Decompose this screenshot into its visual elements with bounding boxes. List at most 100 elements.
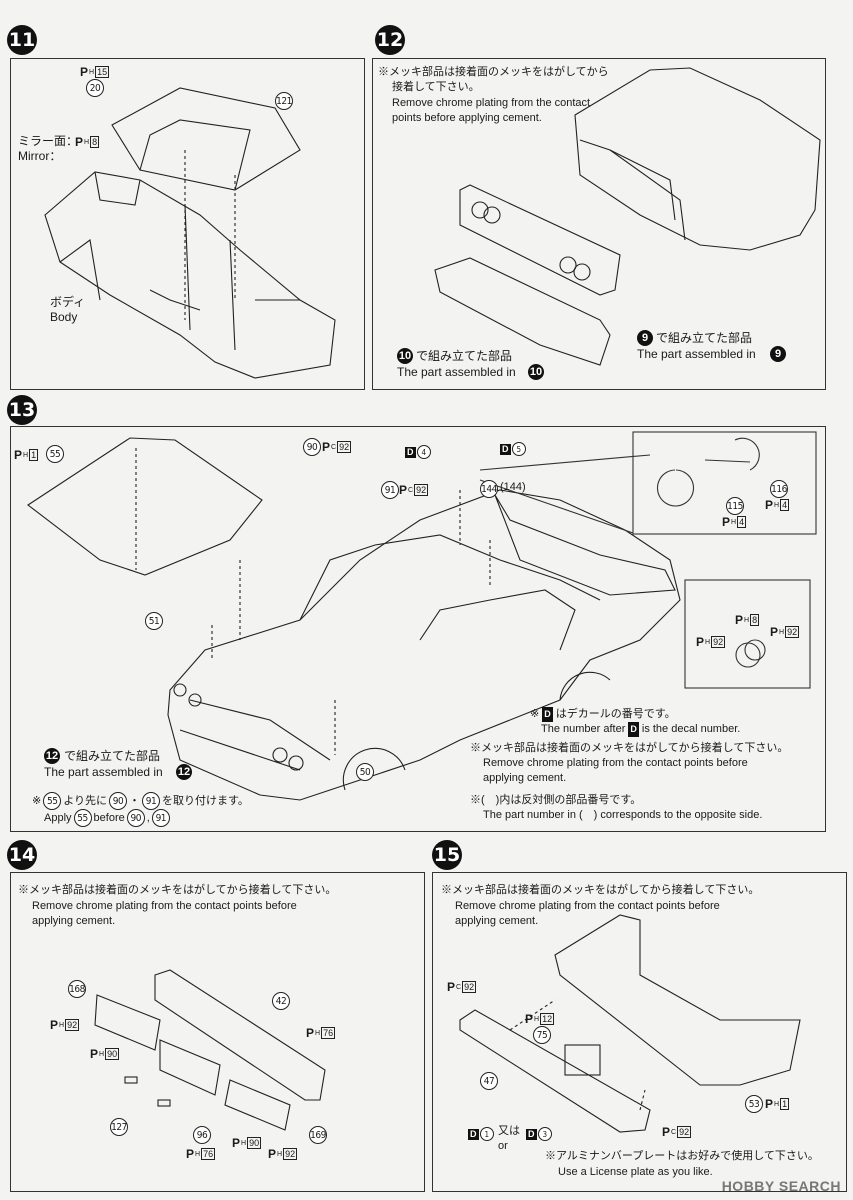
rear-bumper-drawing: [459, 914, 801, 1133]
step-13-panel: [10, 426, 826, 832]
note-en2: applying cement.: [32, 915, 116, 927]
car-drawing: [167, 489, 681, 801]
part-20: 20: [86, 79, 104, 97]
step-number-14: 14: [7, 840, 37, 870]
front-body-drawing: [574, 67, 821, 251]
note-ja-line2: 接着して下さい。: [392, 81, 480, 93]
chrome-note-en1: Remove chrome plating from the contact p…: [483, 757, 748, 769]
hood-drawing: [27, 437, 263, 576]
note-en-line2: points before applying cement.: [392, 112, 542, 124]
step-ref-12b: 12: [176, 764, 192, 780]
body-label-ja: ボディ: [50, 295, 86, 309]
step-number-13: 13: [7, 395, 37, 425]
asm12-en: The part assembled in: [44, 765, 163, 779]
body-label-en: Body: [50, 310, 78, 324]
mirror-label-en: Mirror：: [18, 149, 62, 163]
part-75: 75: [533, 1026, 551, 1044]
chrome-note-en2: applying cement.: [483, 772, 567, 784]
note-en2: applying cement.: [455, 915, 539, 927]
step-ref-9b: 9: [770, 346, 786, 362]
step-number-11: 11: [7, 25, 37, 55]
watermark: HOBBY SEARCH: [721, 1178, 841, 1194]
part-115: 115: [726, 497, 744, 515]
part-53: 53: [745, 1095, 763, 1113]
part-116: 116: [770, 480, 788, 498]
or-en: or: [498, 1140, 508, 1152]
step-ref-9: 9: [637, 330, 653, 346]
apply-order-en: Apply 55 before 90 , 91: [44, 809, 170, 827]
part-169: 169: [309, 1126, 327, 1144]
step-ref-10b: 10: [528, 364, 544, 380]
step-ref-12: 12: [44, 748, 60, 764]
part-168: 168: [68, 980, 86, 998]
step-14-panel: [10, 872, 425, 1192]
part-55: 55: [46, 445, 64, 463]
opposite-note-en: The part number in ( ) corresponds to th…: [483, 809, 763, 821]
part-127: 127: [110, 1118, 128, 1136]
note-en1: Remove chrome plating from the contact p…: [32, 900, 297, 912]
part-96: 96: [193, 1126, 211, 1144]
asm10-en: The part assembled in: [397, 365, 516, 379]
asm10-ja: で組み立てた部品: [416, 349, 513, 363]
detail-box-lamp: [632, 431, 817, 535]
step-number-15: 15: [432, 840, 462, 870]
or-ja: 又は: [498, 1125, 520, 1137]
plate-note-ja: ※アルミナンバープレートはお好みで使用して下さい。: [545, 1150, 819, 1162]
part-121-tray-drawing: [111, 87, 301, 191]
step-number-12: 12: [375, 25, 405, 55]
detail-box-mirror: [684, 579, 811, 689]
opposite-note-ja: ※( )内は反対側の部品番号です。: [470, 794, 642, 806]
part-47: 47: [480, 1072, 498, 1090]
part-50: 50: [356, 763, 374, 781]
note-en-line1: Remove chrome plating from the contact: [392, 97, 591, 109]
apply-order-ja: ※ 55 より先に 90 ・ 91 を取り付けます。: [32, 792, 249, 810]
step-15-panel: [432, 872, 847, 1192]
note-ja: ※メッキ部品は接着面のメッキをはがしてから接着して下さい。: [18, 884, 337, 896]
body-shell-drawing: [44, 171, 336, 379]
note-ja: ※メッキ部品は接着面のメッキをはがしてから接着して下さい。: [441, 884, 760, 896]
asm9-ja: で組み立てた部品: [656, 331, 753, 345]
bumper-drawing: [434, 257, 611, 366]
asm9-en: The part assembled in: [637, 347, 756, 361]
step-11-panel: [10, 58, 365, 390]
part-42: 42: [272, 992, 290, 1010]
part-121: 121: [275, 92, 293, 110]
asm12-ja: で組み立てた部品: [64, 749, 161, 763]
chrome-note-ja: ※メッキ部品は接着面のメッキをはがしてから接着して下さい。: [470, 742, 789, 754]
mirror-label-ja: ミラー面：: [18, 134, 79, 148]
plate-note-en: Use a License plate as you like.: [558, 1166, 713, 1178]
part-144-opposite: (144): [500, 481, 526, 493]
part-51: 51: [145, 612, 163, 630]
note-en1: Remove chrome plating from the contact p…: [455, 900, 720, 912]
step-ref-10: 10: [397, 348, 413, 364]
grille-drawing: [459, 184, 621, 296]
part-91: 91: [381, 481, 399, 499]
part-144: 144: [480, 480, 498, 498]
